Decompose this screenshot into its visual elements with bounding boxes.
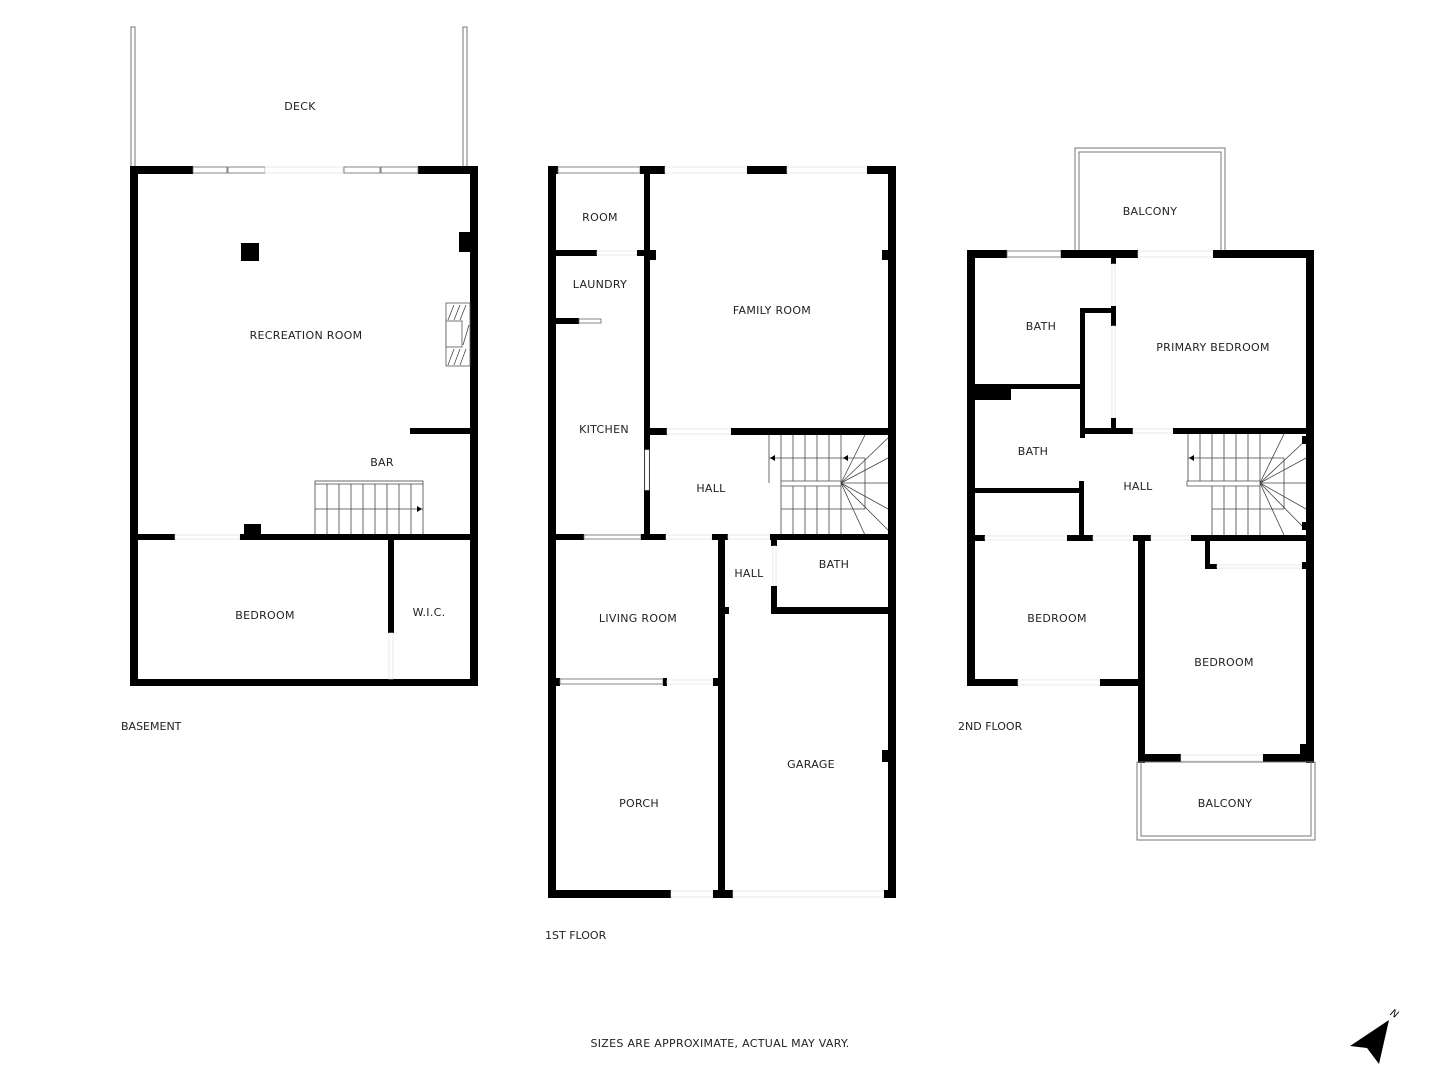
second-floor-stairs xyxy=(1186,433,1308,536)
room-label-hall-2: HALL xyxy=(734,567,764,580)
room-label-bath-1: BATH xyxy=(1026,320,1056,333)
room-label-laundry: LAUNDRY xyxy=(573,278,627,291)
north-arrow-icon: N xyxy=(1350,1008,1400,1064)
room-label-deck: DECK xyxy=(284,100,316,113)
room-label-balcony-bottom: BALCONY xyxy=(1198,797,1253,810)
first-floor-stairs xyxy=(768,434,889,536)
room-label-bedroom: BEDROOM xyxy=(235,609,295,622)
room-label-hall: HALL xyxy=(1123,480,1153,493)
deck-railing xyxy=(130,26,468,168)
room-label-bar: BAR xyxy=(370,456,394,469)
room-label-bedroom-2: BEDROOM xyxy=(1194,656,1254,669)
balcony-railing-bottom xyxy=(1136,761,1316,841)
room-label-living-room: LIVING ROOM xyxy=(599,612,677,625)
compass-label: N xyxy=(1388,1008,1400,1022)
fireplace-icon xyxy=(445,302,471,367)
room-label-bath: BATH xyxy=(819,558,849,571)
room-label-primary-bedroom: PRIMARY BEDROOM xyxy=(1156,341,1270,354)
room-label-balcony-top: BALCONY xyxy=(1123,205,1178,218)
room-label-porch: PORCH xyxy=(619,797,659,810)
basement-plan: DECK RECREATION ROOM BAR BEDROOM W.I.C. … xyxy=(121,26,478,733)
room-label-room: ROOM xyxy=(582,211,618,224)
room-label-family-room: FAMILY ROOM xyxy=(733,304,811,317)
first-floor-plan: ROOM LAUNDRY KITCHEN FAMILY ROOM HALL HA… xyxy=(545,166,896,942)
room-label-kitchen: KITCHEN xyxy=(579,423,629,436)
room-label-wic: W.I.C. xyxy=(413,606,446,619)
disclaimer-text: SIZES ARE APPROXIMATE, ACTUAL MAY VARY. xyxy=(590,1037,849,1050)
basement-stairs xyxy=(314,480,424,536)
second-floor-plan: BALCONY BATH PRIMARY BEDROOM BATH HALL B… xyxy=(958,147,1316,841)
room-label-bath-2: BATH xyxy=(1018,445,1048,458)
balcony-railing-top xyxy=(1074,147,1226,253)
room-label-recreation-room: RECREATION ROOM xyxy=(250,329,363,342)
room-label-bedroom-1: BEDROOM xyxy=(1027,612,1087,625)
room-label-hall: HALL xyxy=(696,482,726,495)
room-label-garage: GARAGE xyxy=(787,758,835,771)
floor-label-second: 2ND FLOOR xyxy=(958,720,1023,733)
floor-label-basement: BASEMENT xyxy=(121,720,182,733)
floor-label-first: 1ST FLOOR xyxy=(545,929,607,942)
